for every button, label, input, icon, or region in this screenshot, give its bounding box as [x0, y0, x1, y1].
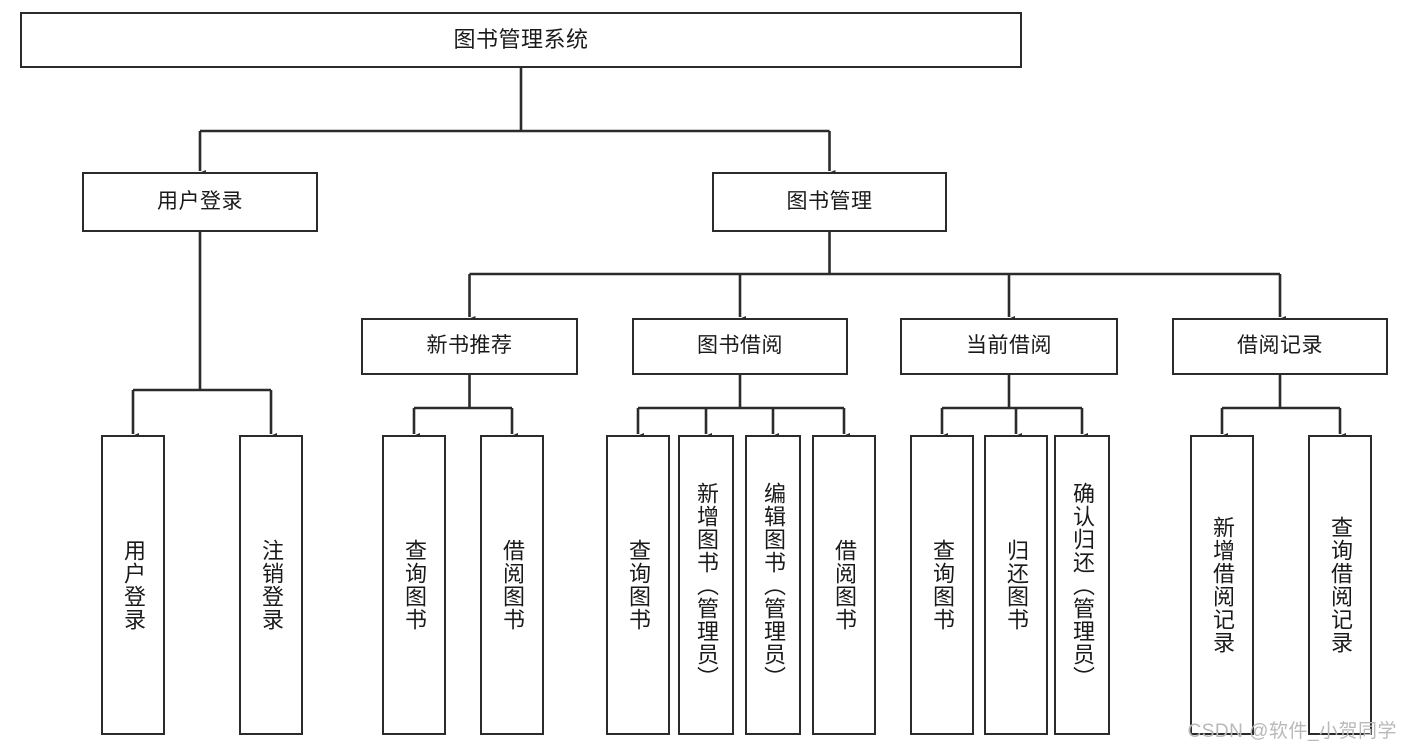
node-label: 图书管理: [786, 189, 873, 213]
node-label: 当前借阅: [966, 334, 1052, 358]
node-leaf-query-book-3[interactable]: 查询图书: [910, 435, 974, 735]
node-label: 查询图书: [625, 539, 651, 631]
node-new-book-recommend[interactable]: 新书推荐: [361, 318, 578, 375]
node-label: 查询借阅记录: [1327, 516, 1353, 654]
node-borrow-record[interactable]: 借阅记录: [1172, 318, 1388, 375]
node-user-login[interactable]: 用户登录: [82, 172, 318, 232]
node-book-borrow[interactable]: 图书借阅: [632, 318, 848, 375]
node-label: 新增图书（管理员）: [693, 481, 719, 689]
node-leaf-query-book-2[interactable]: 查询图书: [606, 435, 670, 735]
watermark: CSDN @软件_小贺同学: [1187, 721, 1397, 742]
node-label: 图书管理系统: [453, 27, 589, 53]
node-label: 注销登录: [258, 539, 284, 631]
node-label: 编辑图书（管理员）: [760, 481, 786, 689]
node-leaf-query-book-1[interactable]: 查询图书: [382, 435, 446, 735]
node-label: 借阅图书: [499, 539, 525, 631]
node-leaf-add-book[interactable]: 新增图书（管理员）: [678, 435, 734, 735]
node-leaf-edit-book[interactable]: 编辑图书（管理员）: [745, 435, 801, 735]
node-label: 新书推荐: [426, 334, 513, 358]
node-label: 新增借阅记录: [1209, 516, 1235, 654]
node-leaf-user-login[interactable]: 用户登录: [101, 435, 165, 735]
node-label: 用户登录: [120, 539, 146, 631]
node-book-manage[interactable]: 图书管理: [712, 172, 947, 232]
node-leaf-add-borrow-record[interactable]: 新增借阅记录: [1190, 435, 1254, 735]
node-current-borrow[interactable]: 当前借阅: [900, 318, 1118, 375]
node-root[interactable]: 图书管理系统: [20, 12, 1022, 68]
node-leaf-confirm-return[interactable]: 确认归还（管理员）: [1054, 435, 1110, 735]
node-leaf-borrow-book-2[interactable]: 借阅图书: [812, 435, 876, 735]
node-label: 查询图书: [929, 539, 955, 631]
node-label: 借阅图书: [831, 539, 857, 631]
node-leaf-logout[interactable]: 注销登录: [239, 435, 303, 735]
node-leaf-query-borrow-record[interactable]: 查询借阅记录: [1308, 435, 1372, 735]
node-leaf-return-book[interactable]: 归还图书: [984, 435, 1048, 735]
node-label: 确认归还（管理员）: [1069, 481, 1095, 689]
node-label: 借阅记录: [1237, 334, 1323, 358]
node-label: 归还图书: [1003, 539, 1029, 631]
node-label: 图书借阅: [697, 334, 783, 358]
node-label: 查询图书: [401, 539, 427, 631]
node-leaf-borrow-book-1[interactable]: 借阅图书: [480, 435, 544, 735]
node-label: 用户登录: [157, 189, 243, 213]
